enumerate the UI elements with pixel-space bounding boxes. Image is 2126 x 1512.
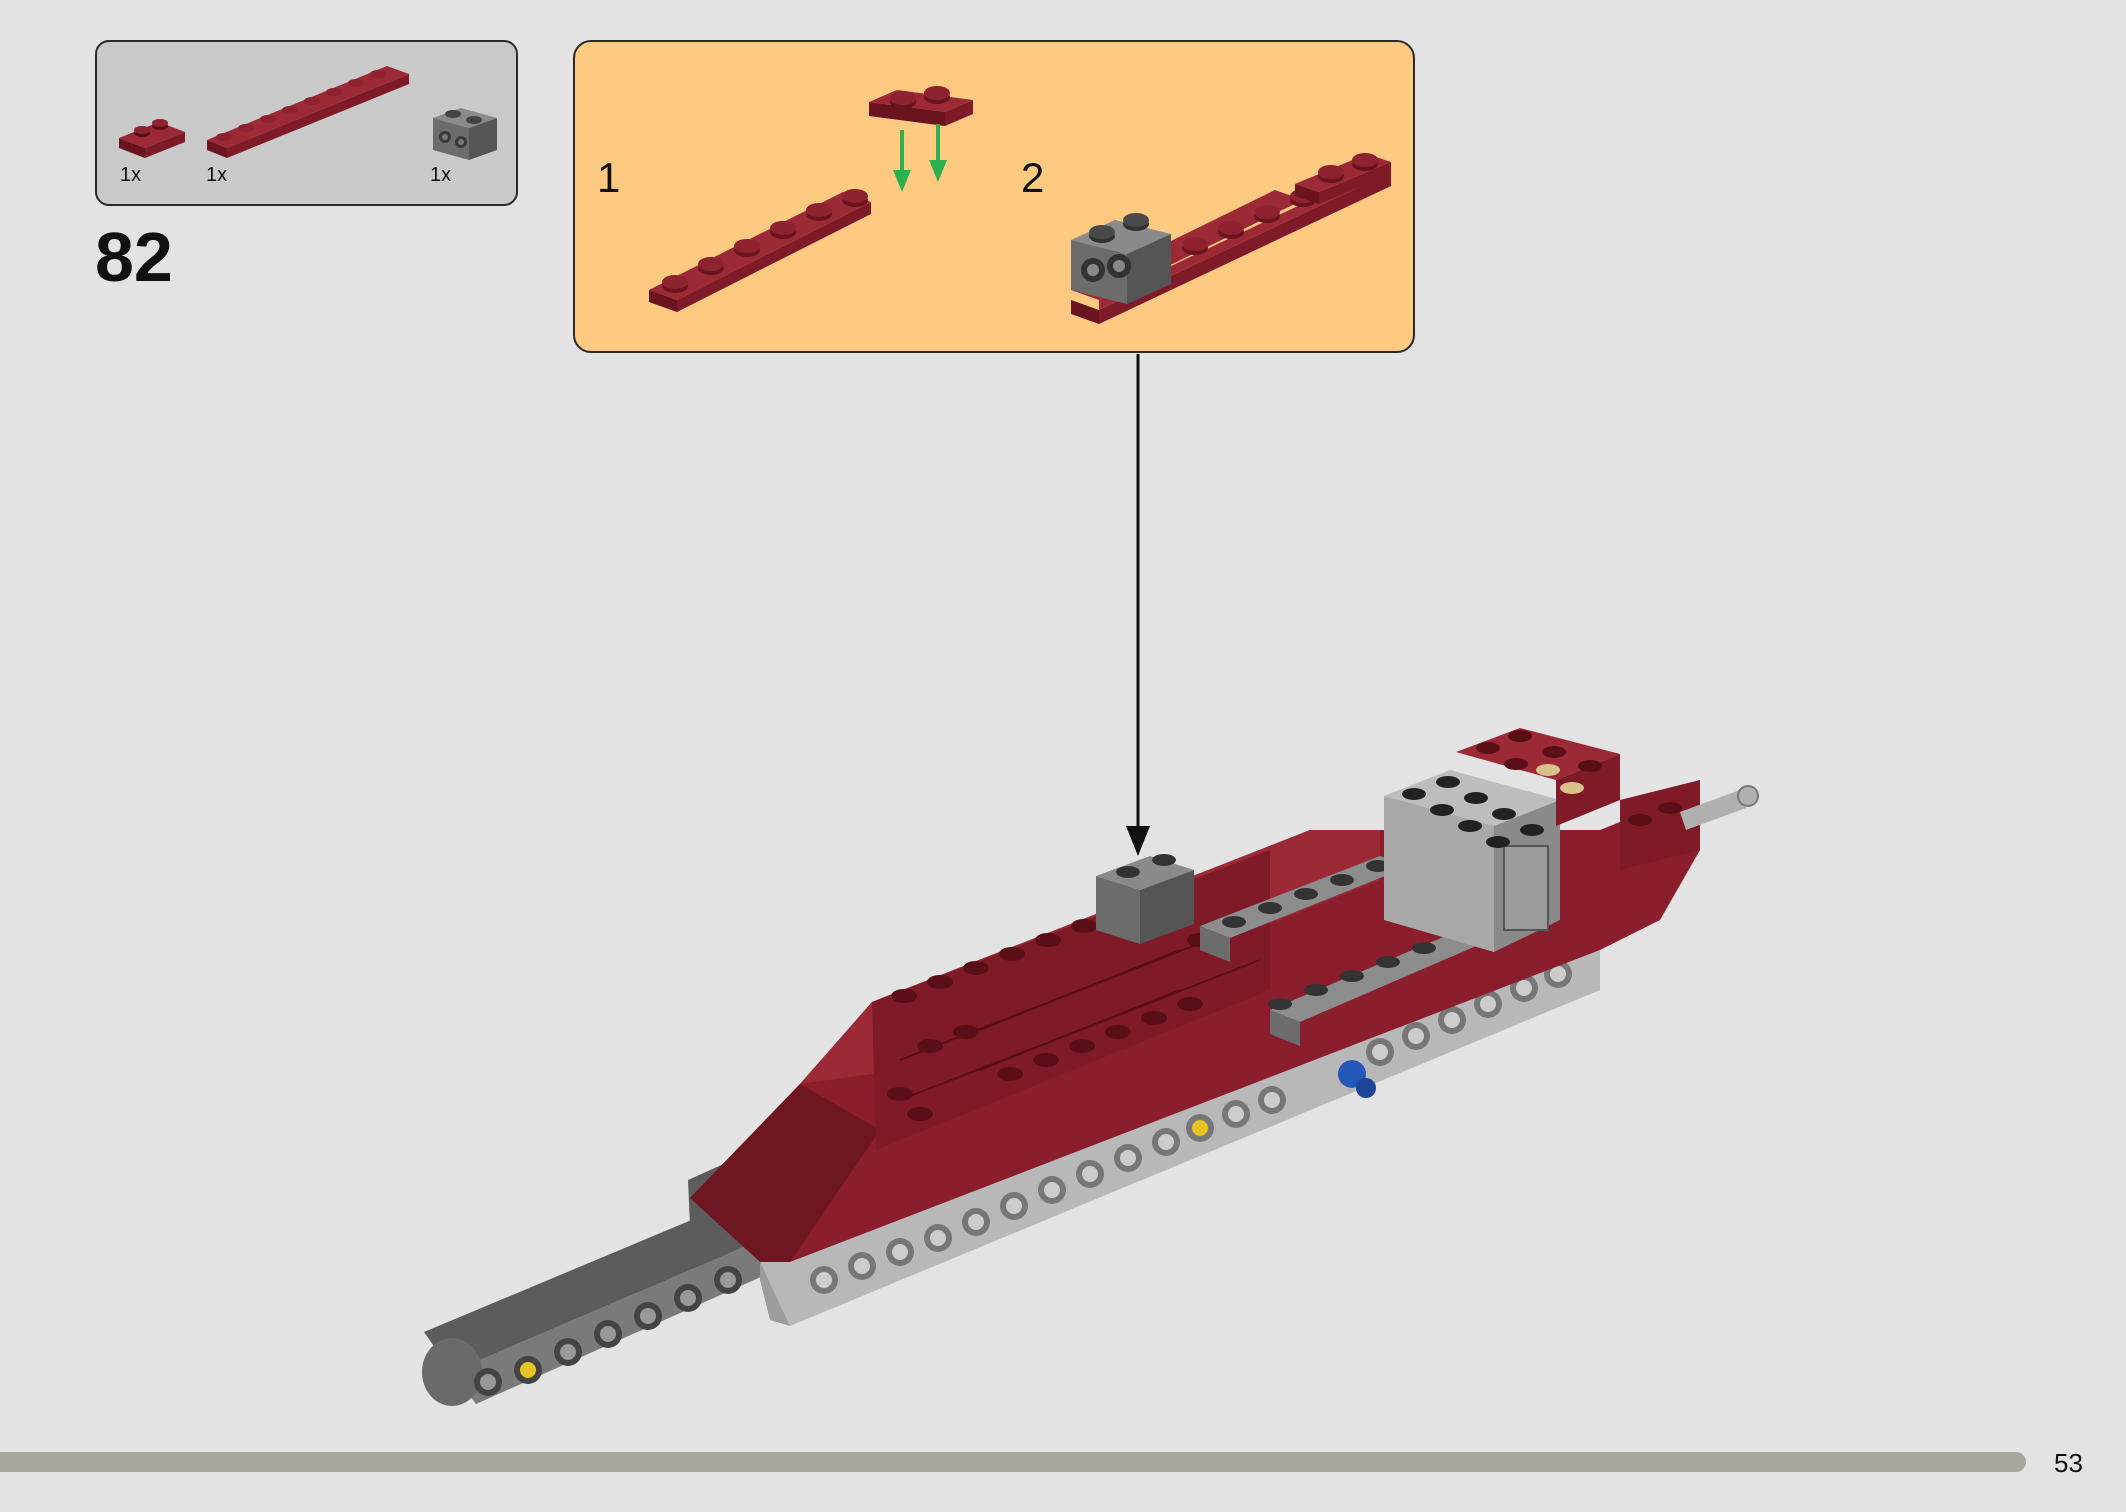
parts-illustration (119, 66, 497, 160)
sub-step-label: 1 (597, 154, 621, 201)
blue-pin (1338, 1060, 1376, 1098)
part-dark-red-plate-1x2 (119, 119, 185, 158)
top-gray-rails (1200, 856, 1490, 1046)
part-quantity: 1x (206, 164, 228, 186)
sub-assembly-illustration (649, 86, 1391, 324)
placed-gray-brick (1096, 854, 1194, 944)
sub-assembly-callout: 1 2 (573, 40, 1415, 353)
part-quantity: 1x (430, 164, 452, 186)
part-dark-gray-brick-1x2 (433, 108, 497, 160)
rear-gray-block (1384, 770, 1560, 952)
sub-step-label: 2 (1021, 154, 1045, 201)
part-quantity: 1x (120, 164, 142, 186)
rear-red-section (1456, 728, 1759, 950)
sub-step-2-assembly (1071, 153, 1391, 324)
placement-pointer (1126, 354, 1150, 856)
page-number: 53 (2054, 1448, 2083, 1478)
sub-step-1-long-plate (649, 189, 871, 312)
hull-body (690, 830, 1660, 1262)
part-dark-red-plate-1x8 (207, 66, 409, 158)
page-progress-bar (0, 1452, 2026, 1472)
placement-arrows (893, 124, 947, 192)
parts-list-callout: 1x 1x 1x (95, 40, 518, 206)
hull-technic-beam (760, 950, 1600, 1326)
sub-step-1-small-plate (869, 86, 973, 126)
step-number: 82 (95, 218, 173, 296)
